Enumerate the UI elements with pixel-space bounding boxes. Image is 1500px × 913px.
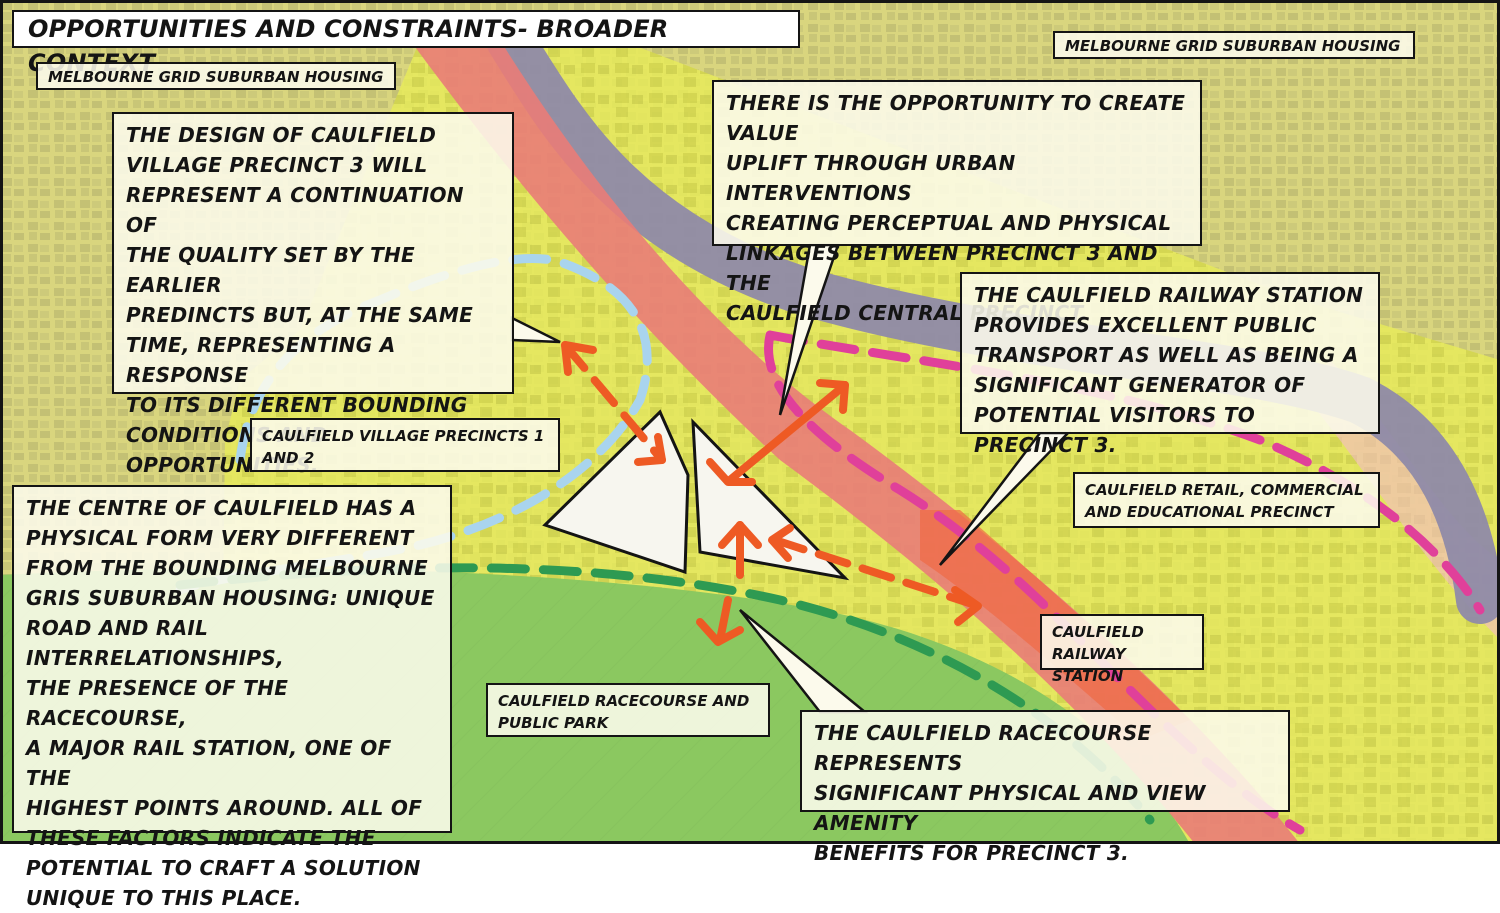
note-design-continuation: The design of Caulfield Village Precinct… <box>112 112 514 477</box>
note-value-uplift: There is the opportunity to create value… <box>712 80 1202 325</box>
label-retail-precinct: Caulfield Retail, Commercial and Educati… <box>1073 472 1380 528</box>
arrow-head-southwest-icon <box>706 458 756 486</box>
label-village-precincts: Caulfield Village Precincts 1 and 2 <box>250 418 560 472</box>
note-railway-station: The Caulfield railway station provides e… <box>960 272 1380 457</box>
arrow-shaft-east-link <box>771 536 979 609</box>
note-centre-of-caulfield: The centre of Caulfield has a physical f… <box>12 485 452 910</box>
arrow-head-northwest-icon <box>561 341 597 376</box>
label-railway-station: Caulfield Railway Station <box>1040 614 1204 685</box>
note-racecourse: The Caulfield racecourse represents sign… <box>800 710 1290 865</box>
label-housing-right: Melbourne Grid Suburban Housing <box>1053 31 1415 59</box>
movement-arrows <box>561 341 982 646</box>
arrow-head-east-icon <box>951 586 982 626</box>
arrow-head-southeast-icon <box>634 433 666 466</box>
arrow-shaft-station-link <box>726 381 849 484</box>
label-housing-left: Melbourne Grid Suburban Housing <box>36 62 396 90</box>
arrow-head-north-icon <box>718 521 762 549</box>
arrow-shaft-south <box>716 596 732 644</box>
arrow-head-south-icon <box>696 618 744 646</box>
arrow-head-west-icon <box>768 524 794 562</box>
arrow-head-northeast-icon <box>816 379 849 414</box>
label-racecourse: Caulfield Racecourse and Public Park <box>486 683 770 737</box>
arrow-shaft-precinct-link <box>561 341 666 464</box>
page-title: Opportunities and Constraints- Broader C… <box>12 10 800 77</box>
retail-precinct-outline <box>764 330 1485 835</box>
